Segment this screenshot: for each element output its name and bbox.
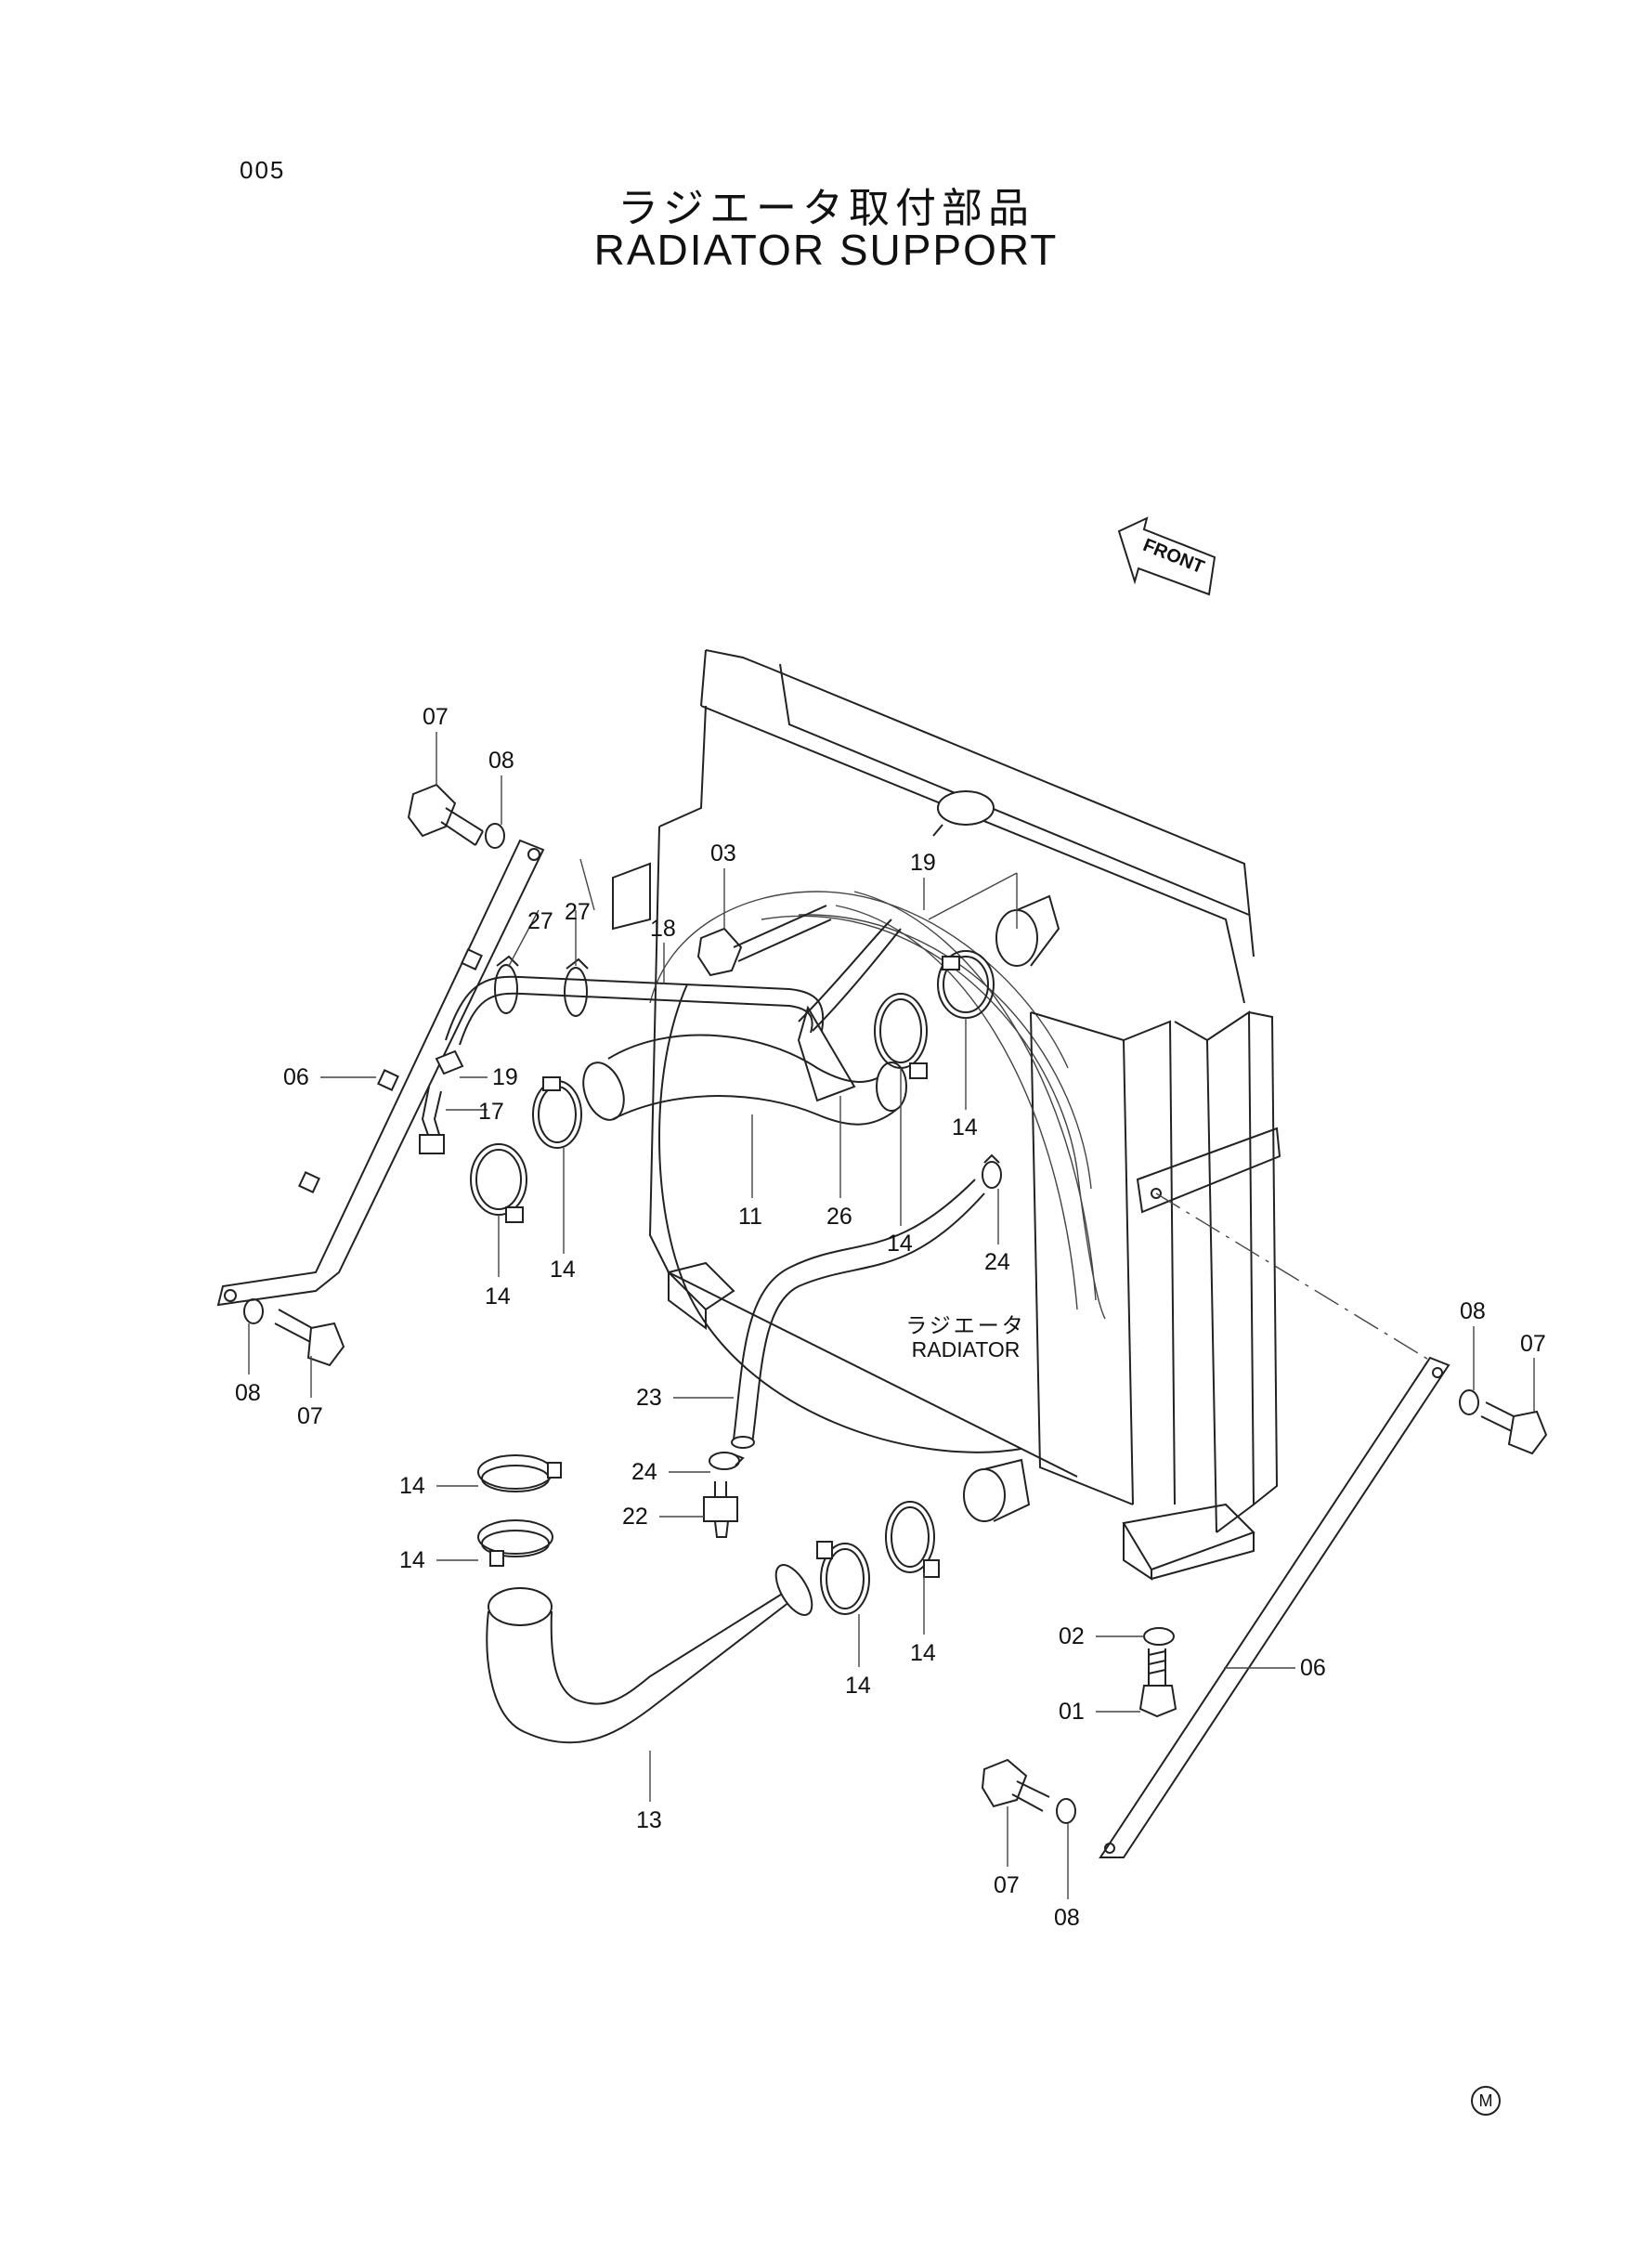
hose-clamp-14-c-icon (874, 993, 928, 1079)
callout-02: 02 (1059, 1623, 1085, 1649)
callout-22: 22 (622, 1504, 648, 1530)
radiator-label-english: RADIATOR (911, 1337, 1021, 1362)
bolt-07-left-lower-icon (274, 1309, 345, 1367)
cap-19-icon (435, 1049, 464, 1075)
clamp-27-right-icon (564, 958, 589, 1017)
hose-clamp-14-h-icon (885, 1501, 940, 1578)
washer-08-bottom-icon (1056, 1798, 1076, 1824)
front-arrow-icon: FRONT (1117, 516, 1216, 596)
callout-06: 06 (1300, 1655, 1326, 1681)
washer-08-top-icon (485, 823, 505, 849)
page-number: 005 (240, 156, 286, 184)
callout-17: 17 (478, 1099, 504, 1125)
hose-11 (582, 1034, 907, 1126)
strap-26-icon (797, 1005, 856, 1102)
callout-27: 27 (527, 908, 553, 934)
callout-14: 14 (910, 1640, 936, 1666)
clamp-27-left-icon (494, 955, 519, 1014)
callout-08: 08 (488, 748, 514, 774)
stay-06-right (1099, 1356, 1450, 1858)
callout-07: 07 (423, 704, 449, 730)
callout-01: 01 (1059, 1699, 1085, 1725)
callout-26: 26 (826, 1204, 852, 1230)
callout-14: 14 (952, 1114, 978, 1140)
page-title-english: RADIATOR SUPPORT (593, 226, 1059, 274)
callout-03: 03 (710, 840, 736, 866)
callout-18: 18 (650, 916, 676, 942)
callout-08: 08 (1054, 1905, 1080, 1931)
washer-08-left-icon (243, 1298, 264, 1324)
hose-clamp-14-b-icon (532, 1076, 582, 1149)
callout-07: 07 (297, 1403, 323, 1429)
callout-27: 27 (565, 899, 591, 925)
callout-06: 06 (283, 1064, 309, 1090)
radiator-assembly (612, 649, 1281, 1581)
pipe-18 (445, 919, 902, 1046)
hose-clamp-14-e-icon (477, 1454, 562, 1492)
callout-numbers: 07 08 03 19 27 27 18 06 19 17 14 14 11 2… (235, 704, 1546, 1931)
callout-19: 19 (910, 850, 936, 876)
callout-14: 14 (399, 1473, 425, 1499)
page-title-japanese: ラジエータ取付部品 (617, 185, 1035, 232)
hose-clamp-14-a-icon (470, 1143, 527, 1223)
callout-14: 14 (887, 1231, 913, 1257)
hose-clamp-14-g-icon (816, 1541, 870, 1615)
callout-14: 14 (485, 1283, 511, 1309)
circled-m-mark: M (1471, 2086, 1501, 2116)
bolt-07-right-icon (1480, 1401, 1548, 1455)
hose-13 (486, 1564, 813, 1744)
callout-24: 24 (631, 1459, 657, 1485)
hose-clamp-14-f-icon (477, 1519, 553, 1567)
callout-14: 14 (550, 1257, 576, 1283)
callout-24: 24 (984, 1249, 1010, 1275)
callout-08: 08 (235, 1380, 261, 1406)
callout-19: 19 (492, 1064, 518, 1090)
nut-01-icon (1138, 1648, 1177, 1718)
clamp-24-lower-icon (709, 1452, 745, 1470)
callout-07: 07 (1520, 1331, 1546, 1357)
radiator-label-japanese: ラジエータ (905, 1314, 1026, 1338)
stay-06-left (216, 839, 545, 1307)
callout-23: 23 (636, 1385, 662, 1411)
bolt-07-bottom-icon (981, 1758, 1050, 1812)
callout-11: 11 (738, 1204, 762, 1230)
bolt-07-top-left-icon (407, 783, 484, 846)
nipple-17-icon (419, 1086, 445, 1154)
callout-14: 14 (399, 1547, 425, 1573)
leader-lines (248, 732, 1535, 1899)
callout-08: 08 (1460, 1298, 1486, 1324)
washer-02-icon (1143, 1627, 1175, 1646)
callout-13: 13 (636, 1807, 662, 1833)
clamp-24-upper-icon (982, 1153, 1002, 1189)
hose-23 (731, 1179, 985, 1449)
callout-07: 07 (994, 1872, 1020, 1898)
drain-cock-22-icon (703, 1481, 738, 1538)
callout-14: 14 (845, 1673, 871, 1699)
washer-08-right-icon (1459, 1389, 1479, 1415)
